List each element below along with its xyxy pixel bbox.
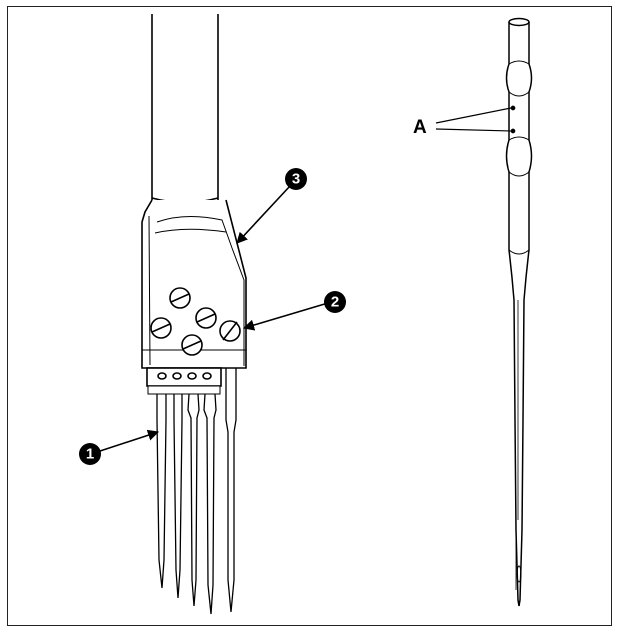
needle-bar bbox=[151, 14, 219, 204]
callout-number-2: 2 bbox=[331, 294, 339, 311]
needle-clamp-strip bbox=[146, 367, 222, 395]
needles bbox=[156, 368, 237, 615]
screw-2 bbox=[195, 307, 217, 329]
screws bbox=[150, 287, 241, 356]
screw-4 bbox=[181, 334, 203, 356]
callout-screw: 2 bbox=[242, 291, 346, 331]
needle-c bbox=[187, 393, 200, 607]
needle-a bbox=[156, 394, 167, 589]
needle-b bbox=[173, 394, 183, 599]
callout-holder: 3 bbox=[236, 168, 307, 244]
needle-d bbox=[203, 393, 217, 615]
label-a: A bbox=[413, 117, 427, 138]
needle-bar-assembly bbox=[141, 14, 247, 615]
needle-e bbox=[225, 368, 237, 613]
screw-5 bbox=[219, 320, 241, 342]
screw-3 bbox=[150, 317, 172, 339]
figure-frame bbox=[7, 6, 612, 626]
callout-number-1: 1 bbox=[86, 446, 94, 463]
callout-number-3: 3 bbox=[292, 171, 300, 188]
single-needle bbox=[505, 17, 533, 607]
label-a-group: A bbox=[413, 107, 512, 138]
callout-needle: 1 bbox=[79, 429, 160, 465]
screw-1 bbox=[169, 287, 191, 309]
